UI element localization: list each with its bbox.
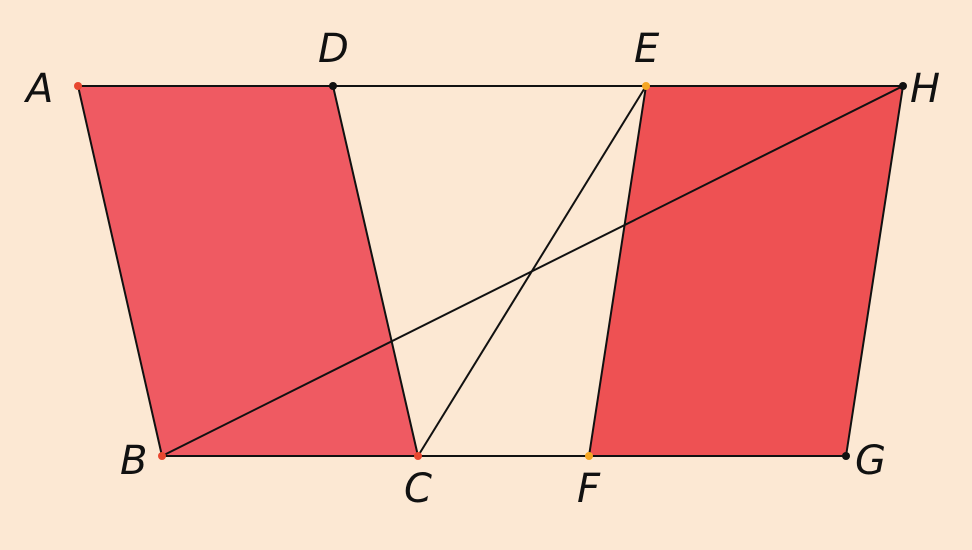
point-labels: A D E H B C F G bbox=[23, 26, 940, 512]
point-c bbox=[414, 452, 422, 460]
parallelogram-efgh bbox=[589, 86, 903, 456]
point-a bbox=[74, 82, 82, 90]
segment-ab bbox=[77, 85, 163, 457]
points bbox=[74, 82, 907, 460]
segment-hg bbox=[845, 85, 904, 457]
label-d: D bbox=[318, 26, 349, 72]
label-a: A bbox=[23, 66, 53, 112]
segment-dc bbox=[332, 85, 419, 457]
point-b bbox=[158, 452, 166, 460]
segments bbox=[77, 85, 904, 457]
label-g: G bbox=[855, 438, 886, 484]
label-c: C bbox=[404, 466, 432, 512]
segment-ef bbox=[588, 85, 647, 457]
point-e bbox=[642, 82, 650, 90]
label-f: F bbox=[577, 466, 601, 512]
point-g bbox=[842, 452, 850, 460]
label-h: H bbox=[910, 66, 940, 112]
label-e: E bbox=[634, 26, 660, 72]
point-h bbox=[899, 82, 907, 90]
point-f bbox=[585, 452, 593, 460]
label-b: B bbox=[120, 438, 147, 484]
parallelogram-abcd bbox=[78, 86, 418, 456]
diagonal-ce bbox=[417, 85, 647, 457]
point-d bbox=[329, 82, 337, 90]
